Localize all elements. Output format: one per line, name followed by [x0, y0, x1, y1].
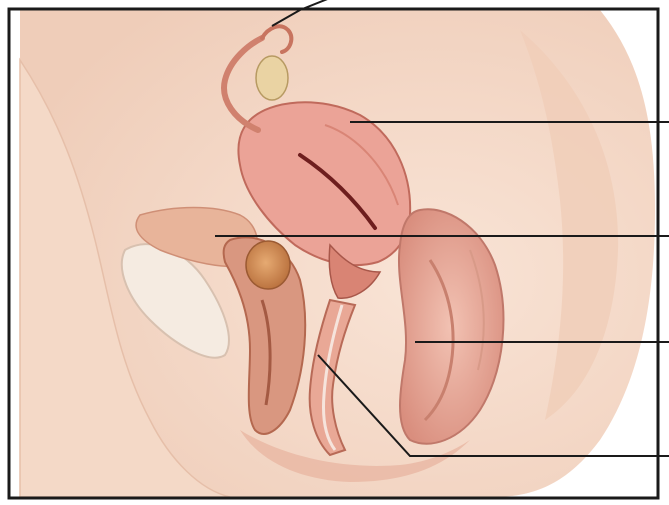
- round-organ: [246, 241, 290, 289]
- ovary: [256, 56, 288, 100]
